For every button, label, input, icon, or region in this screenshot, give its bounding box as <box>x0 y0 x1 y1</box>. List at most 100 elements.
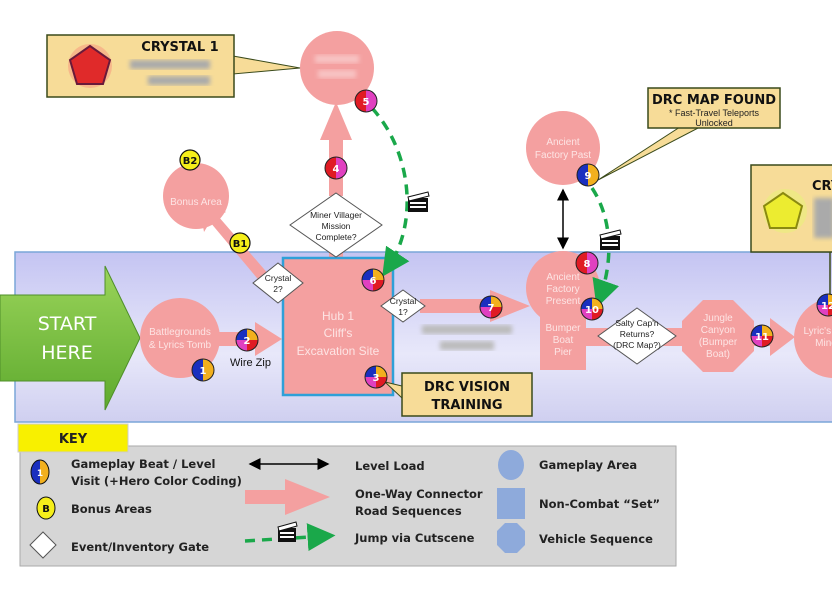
legend-cutscene-label: Jump via Cutscene <box>354 531 475 545</box>
beat-badge-9[interactable]: 9 <box>576 163 600 187</box>
node-label: Bumper <box>545 323 581 334</box>
node-label: Battlegrounds <box>149 327 211 338</box>
legend-title: KEY <box>59 432 88 447</box>
badge-outline <box>191 358 215 382</box>
node-label: Bonus Area <box>170 197 222 208</box>
start-here-arrow: START HERE <box>0 265 141 411</box>
node-label: Pier <box>554 347 572 358</box>
badge-number: 4 <box>333 164 340 175</box>
gate-label: Complete? <box>315 232 356 242</box>
beat-badges: 1 2 3 4 5 6 7 8 9 10 11 12 <box>191 89 832 389</box>
legend-vehicle-label: Vehicle Sequence <box>539 532 653 546</box>
legend-bonus-sample: B <box>42 504 50 515</box>
legend-connector-label: One-Way Connector <box>355 487 483 501</box>
callout-title: TRAINING <box>431 398 502 413</box>
badge-number: 10 <box>585 305 599 316</box>
bonus-badge-b2[interactable]: B2 <box>179 149 201 171</box>
badge-outline <box>354 89 378 113</box>
node-label: & Lyrics Tomb <box>149 340 212 351</box>
clapperboard-icon <box>407 191 430 212</box>
callout-drc-map-found: DRC MAP FOUND * Fast-Travel Teleports Un… <box>597 87 781 181</box>
node-top-area-blurred[interactable] <box>300 31 374 105</box>
gate-label: 1? <box>398 307 408 317</box>
node-lyrics-mine[interactable]: Lyric's S Mine <box>794 298 832 378</box>
legend-gate-label: Event/Inventory Gate <box>71 540 209 554</box>
beat-badge-11[interactable]: 11 <box>750 324 774 348</box>
legend-beat-icon: 1 <box>30 459 50 485</box>
badge-slice-red <box>762 336 773 347</box>
beat-badge-2[interactable]: 2 <box>235 328 259 352</box>
legend: KEY 1 Gameplay Beat / Level Visit (+Hero… <box>17 423 677 567</box>
blurred-connector-label <box>422 325 512 350</box>
bonus-badge-b1[interactable]: B1 <box>229 232 251 254</box>
badge-slice-blue <box>365 366 376 377</box>
badge-slice-blue <box>236 329 247 340</box>
badge-slice-yellow <box>373 269 384 280</box>
legend-connector-label: Road Sequences <box>355 504 462 518</box>
wire-zip-label: Wire Zip <box>230 357 271 369</box>
beat-badge-4[interactable]: 4 <box>324 156 348 180</box>
legend-gate-icon <box>29 531 57 559</box>
badge-number: 11 <box>755 332 769 343</box>
badge-slice-yellow <box>828 294 832 305</box>
beat-badge-8[interactable]: 8 <box>575 251 599 275</box>
badge-slice-pink <box>587 252 598 274</box>
badge-slice-blue <box>362 269 373 280</box>
badge-slice-blue <box>817 294 828 305</box>
gate-label: Returns? <box>620 329 655 339</box>
gate-crystal-2: Crystal 2? <box>252 262 304 304</box>
node-label: Cliff's <box>324 326 353 340</box>
badge-outline <box>364 365 388 389</box>
gate-label: Miner Villager <box>310 210 362 220</box>
beat-badge-10[interactable]: 10 <box>580 297 604 321</box>
node-label: Boat) <box>706 349 730 360</box>
badge-slice-red <box>325 157 336 179</box>
node-battlegrounds[interactable]: Battlegrounds & Lyrics Tomb <box>140 298 220 378</box>
beat-badge-3[interactable]: 3 <box>364 365 388 389</box>
badge-number: 1 <box>200 366 207 377</box>
beat-badge-1[interactable]: 1 <box>191 358 215 382</box>
yellow-crystal-icon <box>762 189 807 233</box>
badge-slice-yellow <box>247 329 258 340</box>
callout-text: * Fast-Travel Teleports <box>669 108 760 118</box>
badge-slice-yellow <box>491 296 502 307</box>
badge-outline <box>750 324 774 348</box>
badge-slice-blue <box>751 325 762 336</box>
callout-title: CRY <box>812 179 832 194</box>
callout-crystal-2: CRY <box>750 164 832 298</box>
node-bonus-area[interactable]: Bonus Area <box>163 163 229 229</box>
beat-badge-7[interactable]: 7 <box>479 295 503 319</box>
beat-badge-6[interactable]: 6 <box>361 268 385 292</box>
gate-label: Crystal <box>265 273 292 283</box>
start-label-line2: HERE <box>41 342 93 364</box>
badge-number: 2 <box>244 336 251 347</box>
connector-hub-factory <box>420 290 530 322</box>
legend-gameplay-area-icon <box>498 450 524 480</box>
badge-slice-yellow <box>376 366 387 377</box>
gate-label: (DRC Map?) <box>613 340 661 350</box>
gate-crystal-1: Crystal 1? <box>380 289 426 323</box>
legend-bonus-icon: B <box>36 496 56 520</box>
callout-text: Unlocked <box>695 118 733 128</box>
badge-slice-pink <box>480 307 491 318</box>
node-jungle-canyon[interactable]: Jungle Canyon (Bumper Boat) <box>682 300 754 372</box>
connector-miner-top <box>320 102 352 196</box>
node-label: Lyric's S <box>803 326 832 337</box>
beat-badge-5[interactable]: 5 <box>354 89 378 113</box>
bonus-badge-label: B1 <box>233 239 248 250</box>
badge-slice-pink <box>236 340 247 351</box>
node-label: Excavation Site <box>297 344 380 358</box>
badge-outline <box>324 156 348 180</box>
clapperboard-icon <box>277 521 298 542</box>
node-label: Factory Past <box>535 150 591 161</box>
clapperboard-icon <box>599 229 622 250</box>
node-label: Hub 1 <box>322 309 354 323</box>
badge-slice-blue <box>581 298 592 309</box>
node-label: Boat <box>553 335 574 346</box>
legend-beat-sample: 1 <box>37 469 43 479</box>
badge-outline <box>816 293 832 317</box>
beat-badge-12[interactable]: 12 <box>816 293 832 317</box>
node-label: Present <box>546 296 581 307</box>
node-label: Jungle <box>703 313 733 324</box>
node-label: Ancient <box>546 272 580 283</box>
